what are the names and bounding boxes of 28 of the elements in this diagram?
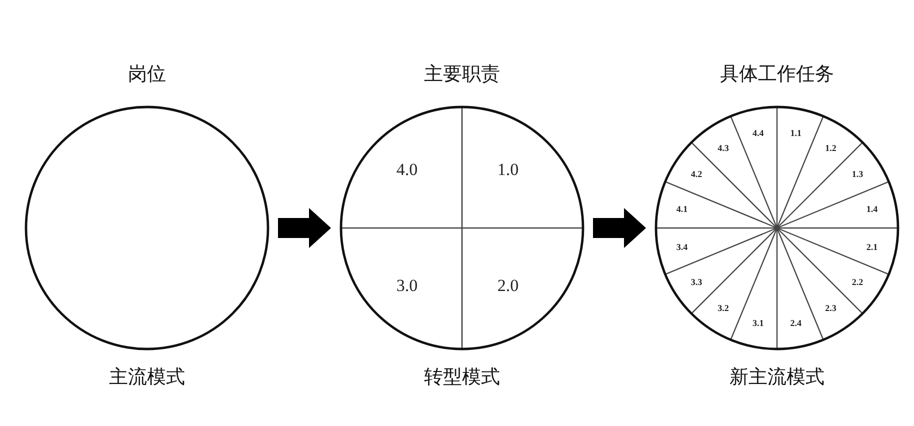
circle-heading: 主要职责 [423,63,501,87]
sector-number: 1.1 [790,128,802,138]
sector-number: 2.3 [825,303,836,314]
sector-number: 3.0 [396,276,418,296]
sector-number: 1.0 [497,160,519,180]
sector-number: 3.3 [690,276,702,287]
circle-caption: 主流模式 [108,366,186,390]
circle-heading: 具体工作任务 [719,63,835,87]
sector-number: 2.4 [790,318,802,328]
sector-number: 4.1 [676,204,688,214]
sector-number: 1.3 [852,169,864,180]
circle-heading: 岗位 [127,63,167,87]
sector-number: 3.4 [676,242,688,252]
circle-caption: 转型模式 [423,366,501,390]
sector-number: 3.2 [718,303,729,314]
sector-number: 4.2 [690,169,702,180]
sector-number: 4.4 [752,128,764,138]
sector-number: 4.3 [718,142,729,152]
sector-number: 1.4 [866,204,878,214]
sector-number: 2.1 [866,242,878,252]
sector-number: 2.0 [497,276,519,296]
sector-number: 3.1 [752,318,764,328]
sector-number: 1.2 [825,142,836,152]
sector-number: 4.0 [396,160,418,180]
sector-number: 2.2 [852,276,864,287]
block-arrow [278,208,331,248]
circle-caption: 新主流模式 [728,366,826,390]
block-arrow [593,208,646,248]
